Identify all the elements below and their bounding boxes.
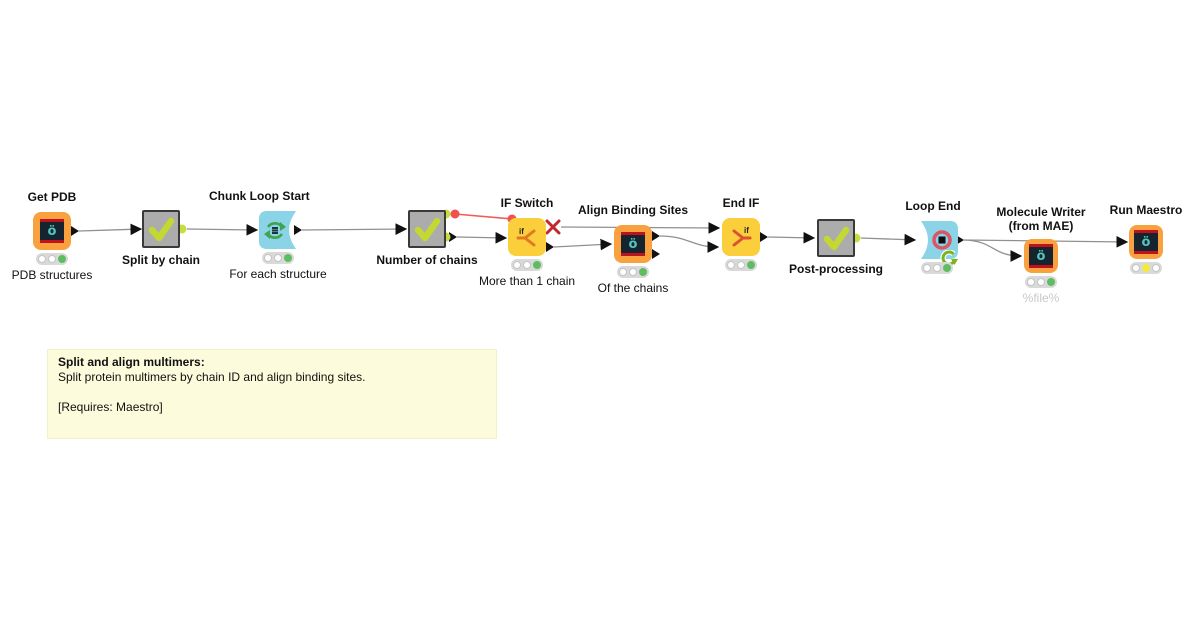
schrodinger-icon: ö <box>621 232 645 256</box>
status-traffic-light <box>1130 262 1162 274</box>
annotation-requires: [Requires: Maestro] <box>58 400 163 414</box>
status-traffic-light <box>36 253 68 265</box>
status-traffic-light <box>921 262 953 274</box>
loop-refresh-icon[interactable] <box>940 250 958 268</box>
connection-ifswitch-align[interactable] <box>553 238 613 251</box>
node-body-align-binding-sites[interactable]: ö <box>614 225 652 263</box>
connection-flowvar-numchains-ifswitch[interactable] <box>454 213 513 220</box>
node-if-switch[interactable]: IF Switch if More than 1 chain <box>479 196 575 288</box>
connection-chunkloop-numchains[interactable] <box>301 223 408 235</box>
node-sublabel: More than 1 chain <box>478 274 576 288</box>
flowvar-port-numchains[interactable] <box>450 209 460 219</box>
status-traffic-light <box>725 259 757 271</box>
status-traffic-light <box>262 252 294 264</box>
node-get-pdb[interactable]: Get PDB ö PDB structures <box>12 190 93 282</box>
svg-text:if: if <box>519 227 524 236</box>
node-molecule-writer[interactable]: Molecule Writer (from MAE) ö %file% <box>996 205 1085 305</box>
svg-text:if: if <box>744 226 749 235</box>
output-port-getpdb[interactable] <box>71 226 79 236</box>
node-body-split-by-chain[interactable] <box>142 210 180 248</box>
schrodinger-icon: ö <box>1029 244 1053 268</box>
node-title: Get PDB <box>27 190 77 204</box>
node-title: Run Maestro <box>1109 203 1183 217</box>
connection-loopend-molwriter[interactable] <box>963 239 1023 262</box>
loop-arrows-icon <box>264 222 286 239</box>
node-post-processing[interactable]: Post-processing <box>789 219 883 276</box>
checkmark-icon <box>414 217 441 242</box>
connection-align-endif[interactable] <box>659 235 720 253</box>
if-merge-icon: if <box>732 226 752 247</box>
output-port-chunkloop[interactable] <box>294 225 302 235</box>
annotation-line: Split protein multimers by chain ID and … <box>58 370 366 384</box>
node-body-molecule-writer[interactable]: ö <box>1024 239 1058 273</box>
connection-split-chunkloop[interactable] <box>186 224 259 236</box>
node-title: Chunk Loop Start <box>209 189 310 203</box>
node-title-line1: Molecule Writer <box>996 205 1086 219</box>
annotation-heading: Split and align multimers: <box>58 355 205 369</box>
node-sublabel: %file% <box>1022 291 1060 305</box>
if-branch-icon: if <box>516 227 536 247</box>
output-port-loopend[interactable] <box>956 235 964 245</box>
node-chunk-loop-start[interactable]: Chunk Loop Start For each structure <box>209 189 327 281</box>
node-title: End IF <box>722 196 760 210</box>
node-body-end-if[interactable]: if <box>722 218 760 256</box>
node-title: Split by chain <box>121 253 201 267</box>
node-end-if[interactable]: End IF if <box>722 196 760 271</box>
node-loop-end[interactable]: Loop End <box>905 199 961 274</box>
node-title: IF Switch <box>500 196 554 210</box>
output-port-endif[interactable] <box>760 232 768 242</box>
node-body-loop-end[interactable] <box>918 221 958 267</box>
output-port-align-bottom[interactable] <box>652 249 660 259</box>
node-body-chunk-loop-start[interactable] <box>259 211 299 249</box>
connection-getpdb-split[interactable] <box>78 223 143 236</box>
node-run-maestro[interactable]: Run Maestro ö <box>1110 203 1182 274</box>
status-traffic-light <box>1025 276 1057 288</box>
workflow-annotation[interactable]: Split and align multimers: Split protein… <box>47 349 497 439</box>
connection-numchains-ifswitch[interactable] <box>456 231 508 244</box>
inactive-port-x-icon <box>545 219 561 235</box>
node-sublabel: PDB structures <box>11 268 93 282</box>
checkmark-icon <box>823 226 850 251</box>
status-traffic-light <box>511 259 543 271</box>
checkmark-icon <box>148 217 175 242</box>
node-sublabel: For each structure <box>229 267 327 281</box>
output-port-align-top[interactable] <box>652 231 660 241</box>
status-traffic-light <box>617 266 649 278</box>
node-title: Loop End <box>905 199 961 213</box>
loop-stop-icon <box>932 230 952 250</box>
node-body-if-switch[interactable]: if <box>508 218 546 256</box>
node-number-of-chains[interactable]: Number of chains <box>376 210 478 267</box>
node-body-post-processing[interactable] <box>817 219 855 257</box>
node-title: Number of chains <box>376 253 478 267</box>
node-body-get-pdb[interactable]: ö <box>33 212 71 250</box>
connection-endif-postproc[interactable] <box>767 231 816 244</box>
node-sublabel: Of the chains <box>597 281 669 295</box>
node-title: Molecule Writer (from MAE) <box>996 205 1085 233</box>
node-title: Post-processing <box>788 262 884 276</box>
schrodinger-icon: ö <box>40 219 64 243</box>
schrodinger-icon: ö <box>1134 230 1158 254</box>
node-body-number-of-chains[interactable] <box>408 210 446 248</box>
connection-postproc-loopend[interactable] <box>860 233 917 246</box>
node-align-binding-sites[interactable]: Align Binding Sites ö Of the chains <box>578 203 688 295</box>
output-port-ifswitch-bottom[interactable] <box>546 242 554 252</box>
output-port-numchains[interactable] <box>449 232 457 242</box>
node-body-run-maestro[interactable]: ö <box>1129 225 1163 259</box>
node-split-by-chain[interactable]: Split by chain <box>122 210 200 267</box>
node-title: Align Binding Sites <box>578 203 688 217</box>
node-title-line2: (from MAE) <box>1008 219 1074 233</box>
